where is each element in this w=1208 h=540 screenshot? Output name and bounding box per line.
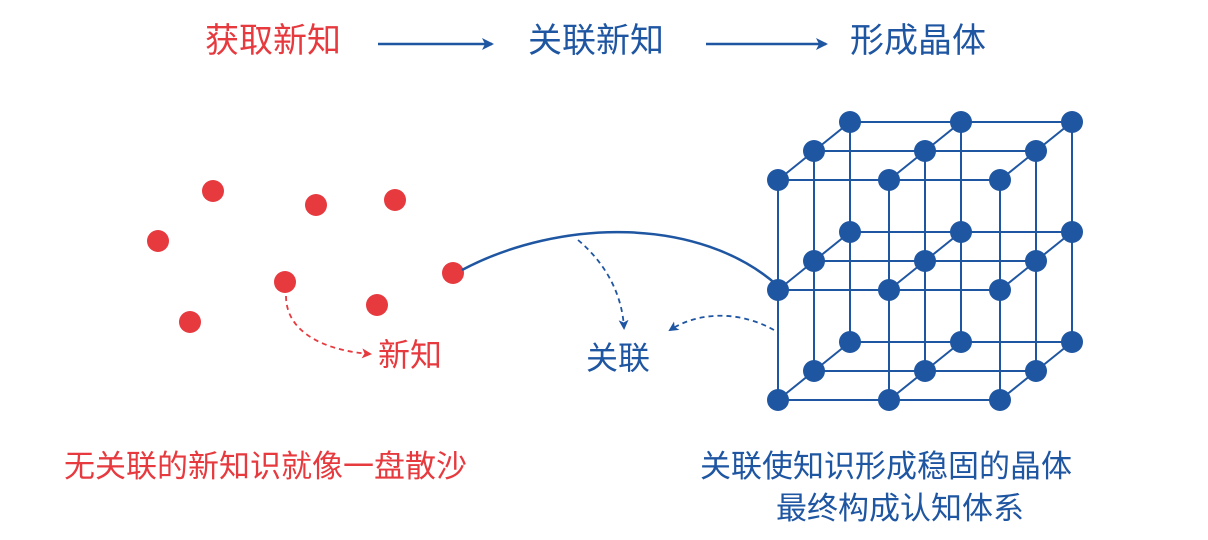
lattice-node: [914, 360, 936, 382]
lattice-node: [1025, 360, 1047, 382]
scattered-knowledge-dots: [147, 180, 464, 333]
lattice-node: [803, 360, 825, 382]
association-arrow-from-crystal: [668, 314, 775, 332]
sand-dot: [366, 294, 388, 316]
sand-dot: [179, 311, 201, 333]
lattice-node: [914, 250, 936, 272]
lattice-node: [767, 169, 789, 191]
association-label: 关联: [586, 339, 651, 377]
lattice-node: [767, 389, 789, 411]
lattice-node: [989, 389, 1011, 411]
lattice-node: [767, 279, 789, 301]
step-form-crystal: 形成晶体: [850, 21, 986, 61]
lattice-node: [1061, 331, 1083, 353]
lattice-node: [1025, 140, 1047, 162]
lattice-node: [839, 221, 861, 243]
lattice-node: [950, 221, 972, 243]
lattice-node: [803, 140, 825, 162]
sand-dot: [305, 194, 327, 216]
lattice-node: [839, 331, 861, 353]
lattice-node: [839, 111, 861, 133]
left-caption: 无关联的新知识就像一盘散沙: [64, 449, 467, 485]
sand-dot: [274, 271, 296, 293]
lattice-node: [803, 250, 825, 272]
lattice-node: [878, 389, 900, 411]
right-caption-line2: 最终构成认知体系: [776, 491, 1024, 527]
sand-dot: [442, 262, 464, 284]
lattice-node: [878, 279, 900, 301]
new-knowledge-label: 新知: [378, 336, 443, 374]
lattice-node: [989, 169, 1011, 191]
right-caption-line1: 关联使知识形成稳固的晶体: [700, 449, 1072, 485]
lattice-node: [1025, 250, 1047, 272]
step-associate-new-knowledge: 关联新知: [528, 21, 664, 61]
new-knowledge-arrow: [285, 295, 372, 359]
lattice-node: [950, 111, 972, 133]
association-arrow-from-curve: [577, 239, 629, 330]
lattice-node: [1061, 221, 1083, 243]
lattice-node: [989, 279, 1011, 301]
lattice-node: [1061, 111, 1083, 133]
lattice-node: [878, 169, 900, 191]
step-acquire-new-knowledge: 获取新知: [205, 21, 341, 61]
lattice-node: [950, 331, 972, 353]
sand-dot: [384, 189, 406, 211]
sand-dot: [147, 230, 169, 252]
sand-dot: [202, 180, 224, 202]
lattice-node: [914, 140, 936, 162]
crystal-lattice: [767, 111, 1083, 411]
association-curve: [461, 230, 779, 287]
